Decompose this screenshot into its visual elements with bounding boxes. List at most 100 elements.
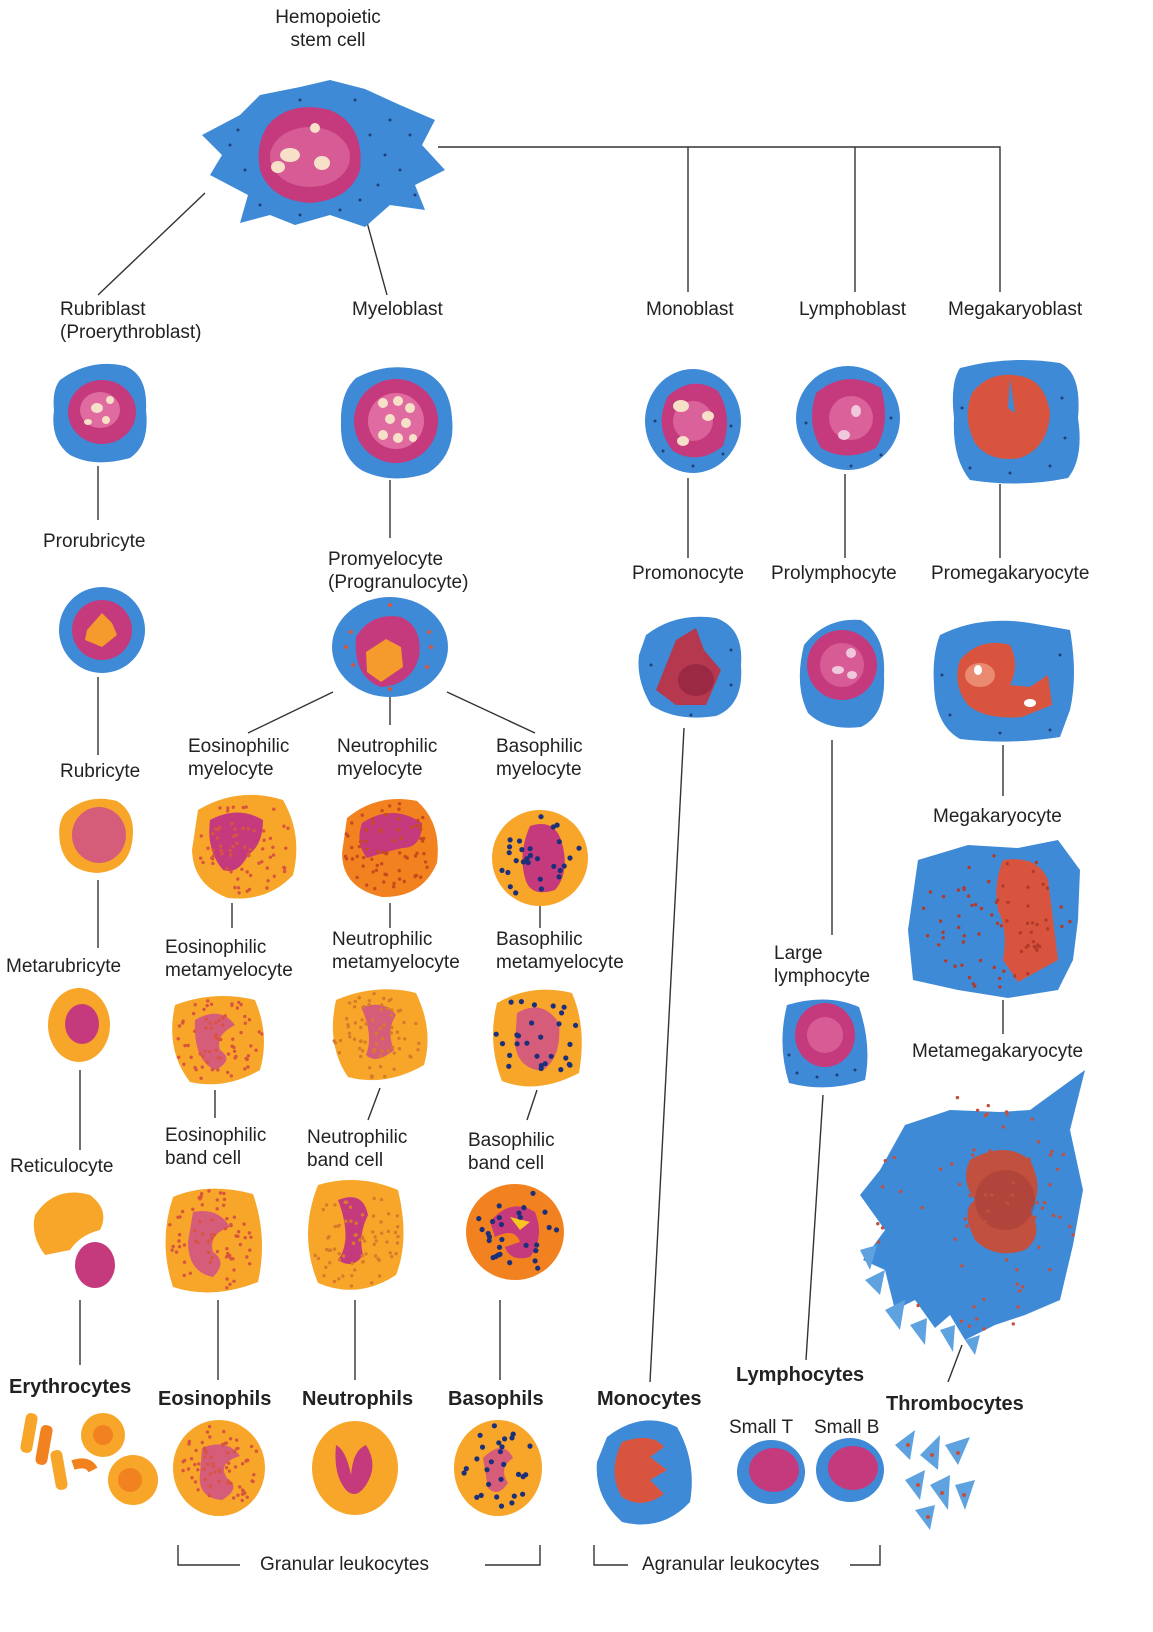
granule — [193, 1066, 196, 1069]
granule — [970, 904, 973, 907]
granule — [200, 834, 203, 837]
granule — [1033, 1216, 1036, 1219]
granule — [204, 1478, 207, 1481]
granule — [986, 1210, 989, 1213]
granule — [219, 845, 222, 848]
promyelocyte-label-line2: (Progranulocyte) — [320, 571, 480, 594]
granule — [333, 1280, 336, 1283]
granule — [976, 1109, 979, 1112]
granule — [229, 1437, 232, 1440]
eos-band-line2: band cell — [165, 1147, 266, 1170]
granule — [972, 1148, 975, 1151]
rubriblast-label-line1: Rubriblast — [55, 298, 225, 321]
granule — [962, 886, 965, 889]
granule — [183, 1044, 186, 1047]
granule — [962, 940, 965, 943]
granule — [254, 1049, 257, 1052]
granule — [979, 959, 982, 962]
eosinophils-label: Eosinophils — [158, 1388, 271, 1411]
rubriblast-icon — [50, 360, 150, 465]
granule — [206, 1060, 209, 1063]
granule — [201, 861, 204, 864]
granule — [217, 1019, 220, 1022]
neutrophilic-metamyelocyte-label: Neutrophilic metamyelocyte — [332, 928, 460, 974]
baso-band-line2: band cell — [468, 1152, 555, 1175]
eosinophilic-band-cell-label: Eosinophilic band cell — [165, 1124, 266, 1170]
granule — [390, 1026, 393, 1029]
myeloblast-icon — [338, 363, 456, 481]
granule — [1044, 918, 1047, 921]
granule — [507, 844, 512, 849]
granule — [942, 936, 945, 939]
granule — [194, 1003, 197, 1006]
neu-band-line1: Neutrophilic — [307, 1126, 407, 1149]
granule — [243, 846, 246, 849]
granule — [383, 873, 386, 876]
granule — [354, 1021, 357, 1024]
granule — [362, 1005, 365, 1008]
granule — [338, 1258, 341, 1261]
granule — [982, 1327, 985, 1330]
granule — [538, 1035, 543, 1040]
granule — [499, 1477, 504, 1482]
granule — [232, 806, 235, 809]
granule — [380, 809, 383, 812]
granule — [262, 829, 265, 832]
granule — [214, 1021, 217, 1024]
granule — [519, 999, 524, 1004]
granule — [231, 1257, 234, 1260]
granule — [501, 1462, 506, 1467]
granule — [922, 907, 925, 910]
granule — [342, 1254, 345, 1257]
granule — [202, 1008, 205, 1011]
granule — [462, 1470, 467, 1475]
granule — [208, 1050, 211, 1053]
granule — [362, 856, 365, 859]
granule — [193, 1463, 196, 1466]
granule — [990, 1193, 993, 1196]
granule — [228, 1469, 231, 1472]
granule — [567, 855, 572, 860]
granule — [215, 1036, 218, 1039]
reticulocyte-label: Reticulocyte — [10, 1155, 114, 1178]
granule — [236, 877, 239, 880]
granule — [231, 845, 234, 848]
granule — [419, 824, 422, 827]
granule — [227, 1482, 230, 1485]
granule — [375, 1239, 378, 1242]
granule — [1026, 972, 1029, 975]
granule — [392, 882, 395, 885]
granule — [371, 1019, 374, 1022]
granule — [190, 1457, 193, 1460]
granule — [996, 899, 999, 902]
granule — [225, 867, 228, 870]
granule — [387, 1230, 390, 1233]
granule — [1037, 1140, 1040, 1143]
neutrophilic-myelocyte-label: Neutrophilic myelocyte — [337, 735, 437, 781]
granule — [181, 1210, 184, 1213]
granule — [211, 832, 214, 835]
granule — [576, 846, 581, 851]
prorubricyte-label: Prorubricyte — [43, 530, 145, 553]
granule — [1026, 886, 1029, 889]
eos-band-line1: Eosinophilic — [165, 1124, 266, 1147]
granule — [282, 825, 285, 828]
granule — [403, 880, 406, 883]
granule — [963, 934, 966, 937]
granule — [937, 943, 940, 946]
metamegakaryocyte-icon — [855, 1070, 1095, 1355]
promonocyte-icon — [636, 610, 746, 720]
granule — [524, 1243, 529, 1248]
granule — [234, 1465, 237, 1468]
granule — [538, 877, 543, 882]
granule — [189, 1272, 192, 1275]
prolymphocyte-icon — [796, 615, 888, 730]
megakaryoblast-icon — [950, 358, 1085, 486]
granule — [370, 858, 373, 861]
granule — [368, 999, 371, 1002]
granule — [339, 1039, 342, 1042]
granule — [328, 1261, 331, 1264]
granule — [884, 1159, 887, 1162]
granule — [194, 1480, 197, 1483]
granule — [492, 1423, 497, 1428]
